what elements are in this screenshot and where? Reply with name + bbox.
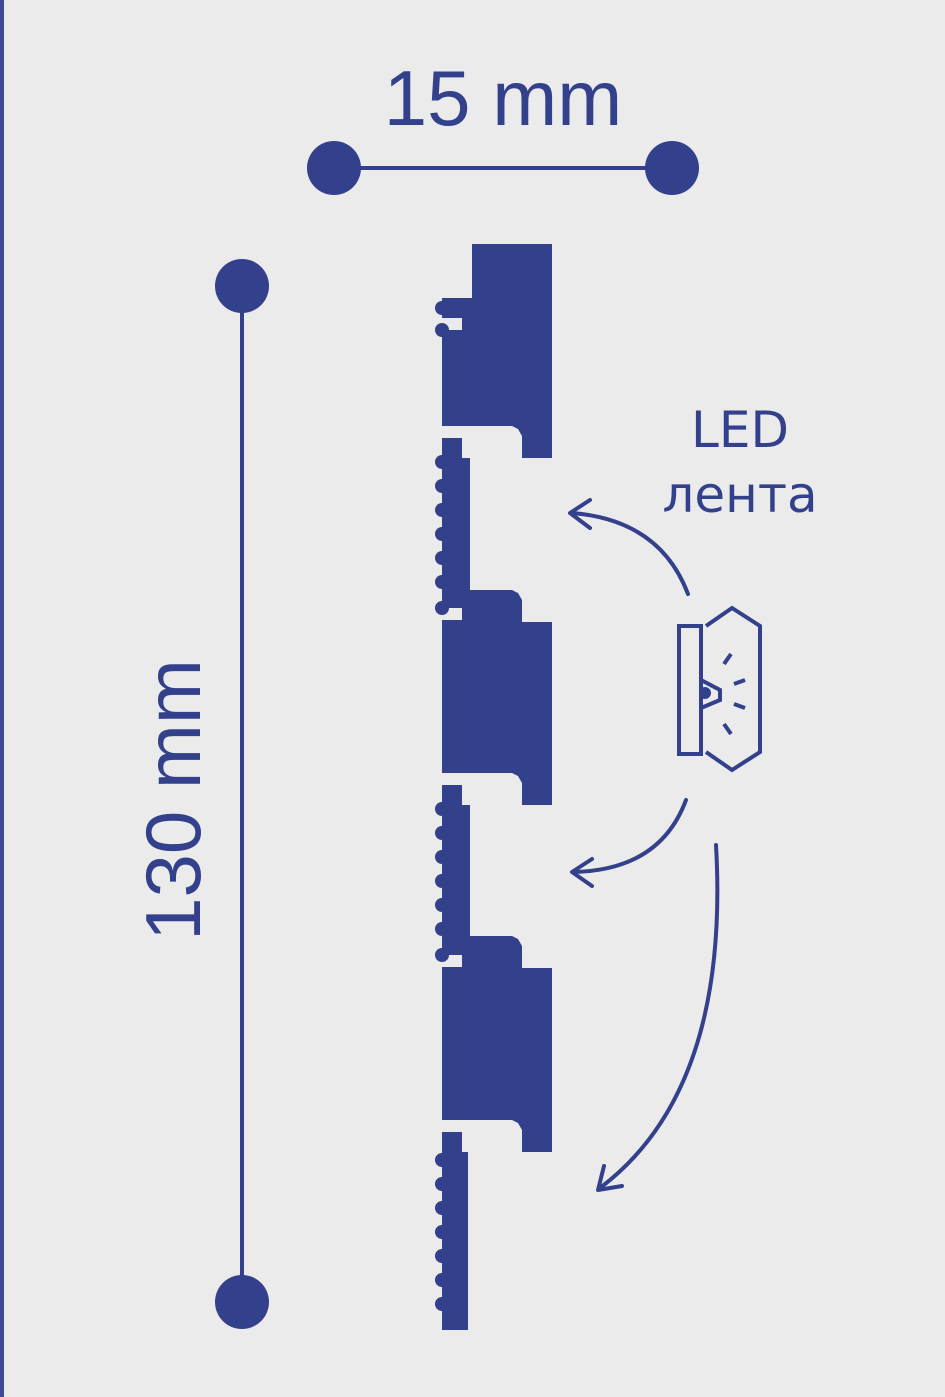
arrow-down	[598, 843, 720, 1190]
height-dimension: 130 mm	[129, 259, 269, 1329]
width-dimension: 15 mm	[307, 54, 699, 195]
led-label: LED лента	[662, 401, 817, 524]
height-dimension-dot-bottom	[215, 1275, 269, 1329]
height-dimension-dot-top	[215, 259, 269, 313]
arrow-up-head	[568, 498, 592, 530]
profile-cross-section	[442, 244, 552, 1330]
left-border-line	[0, 0, 4, 1397]
led-label-line2: лента	[662, 466, 817, 524]
arrow-middle-head	[570, 857, 594, 888]
width-dimension-dot-left	[307, 141, 361, 195]
height-dimension-label: 130 mm	[129, 659, 217, 941]
light-arrows	[568, 498, 720, 1192]
arrow-down-head	[596, 1164, 624, 1192]
width-dimension-label: 15 mm	[384, 54, 622, 142]
arrow-up	[570, 511, 690, 596]
width-dimension-dot-right	[645, 141, 699, 195]
profile-texture	[435, 301, 449, 1311]
arrow-middle	[572, 798, 688, 874]
led-strip-icon	[677, 605, 762, 773]
led-label-line1: LED	[691, 401, 789, 459]
